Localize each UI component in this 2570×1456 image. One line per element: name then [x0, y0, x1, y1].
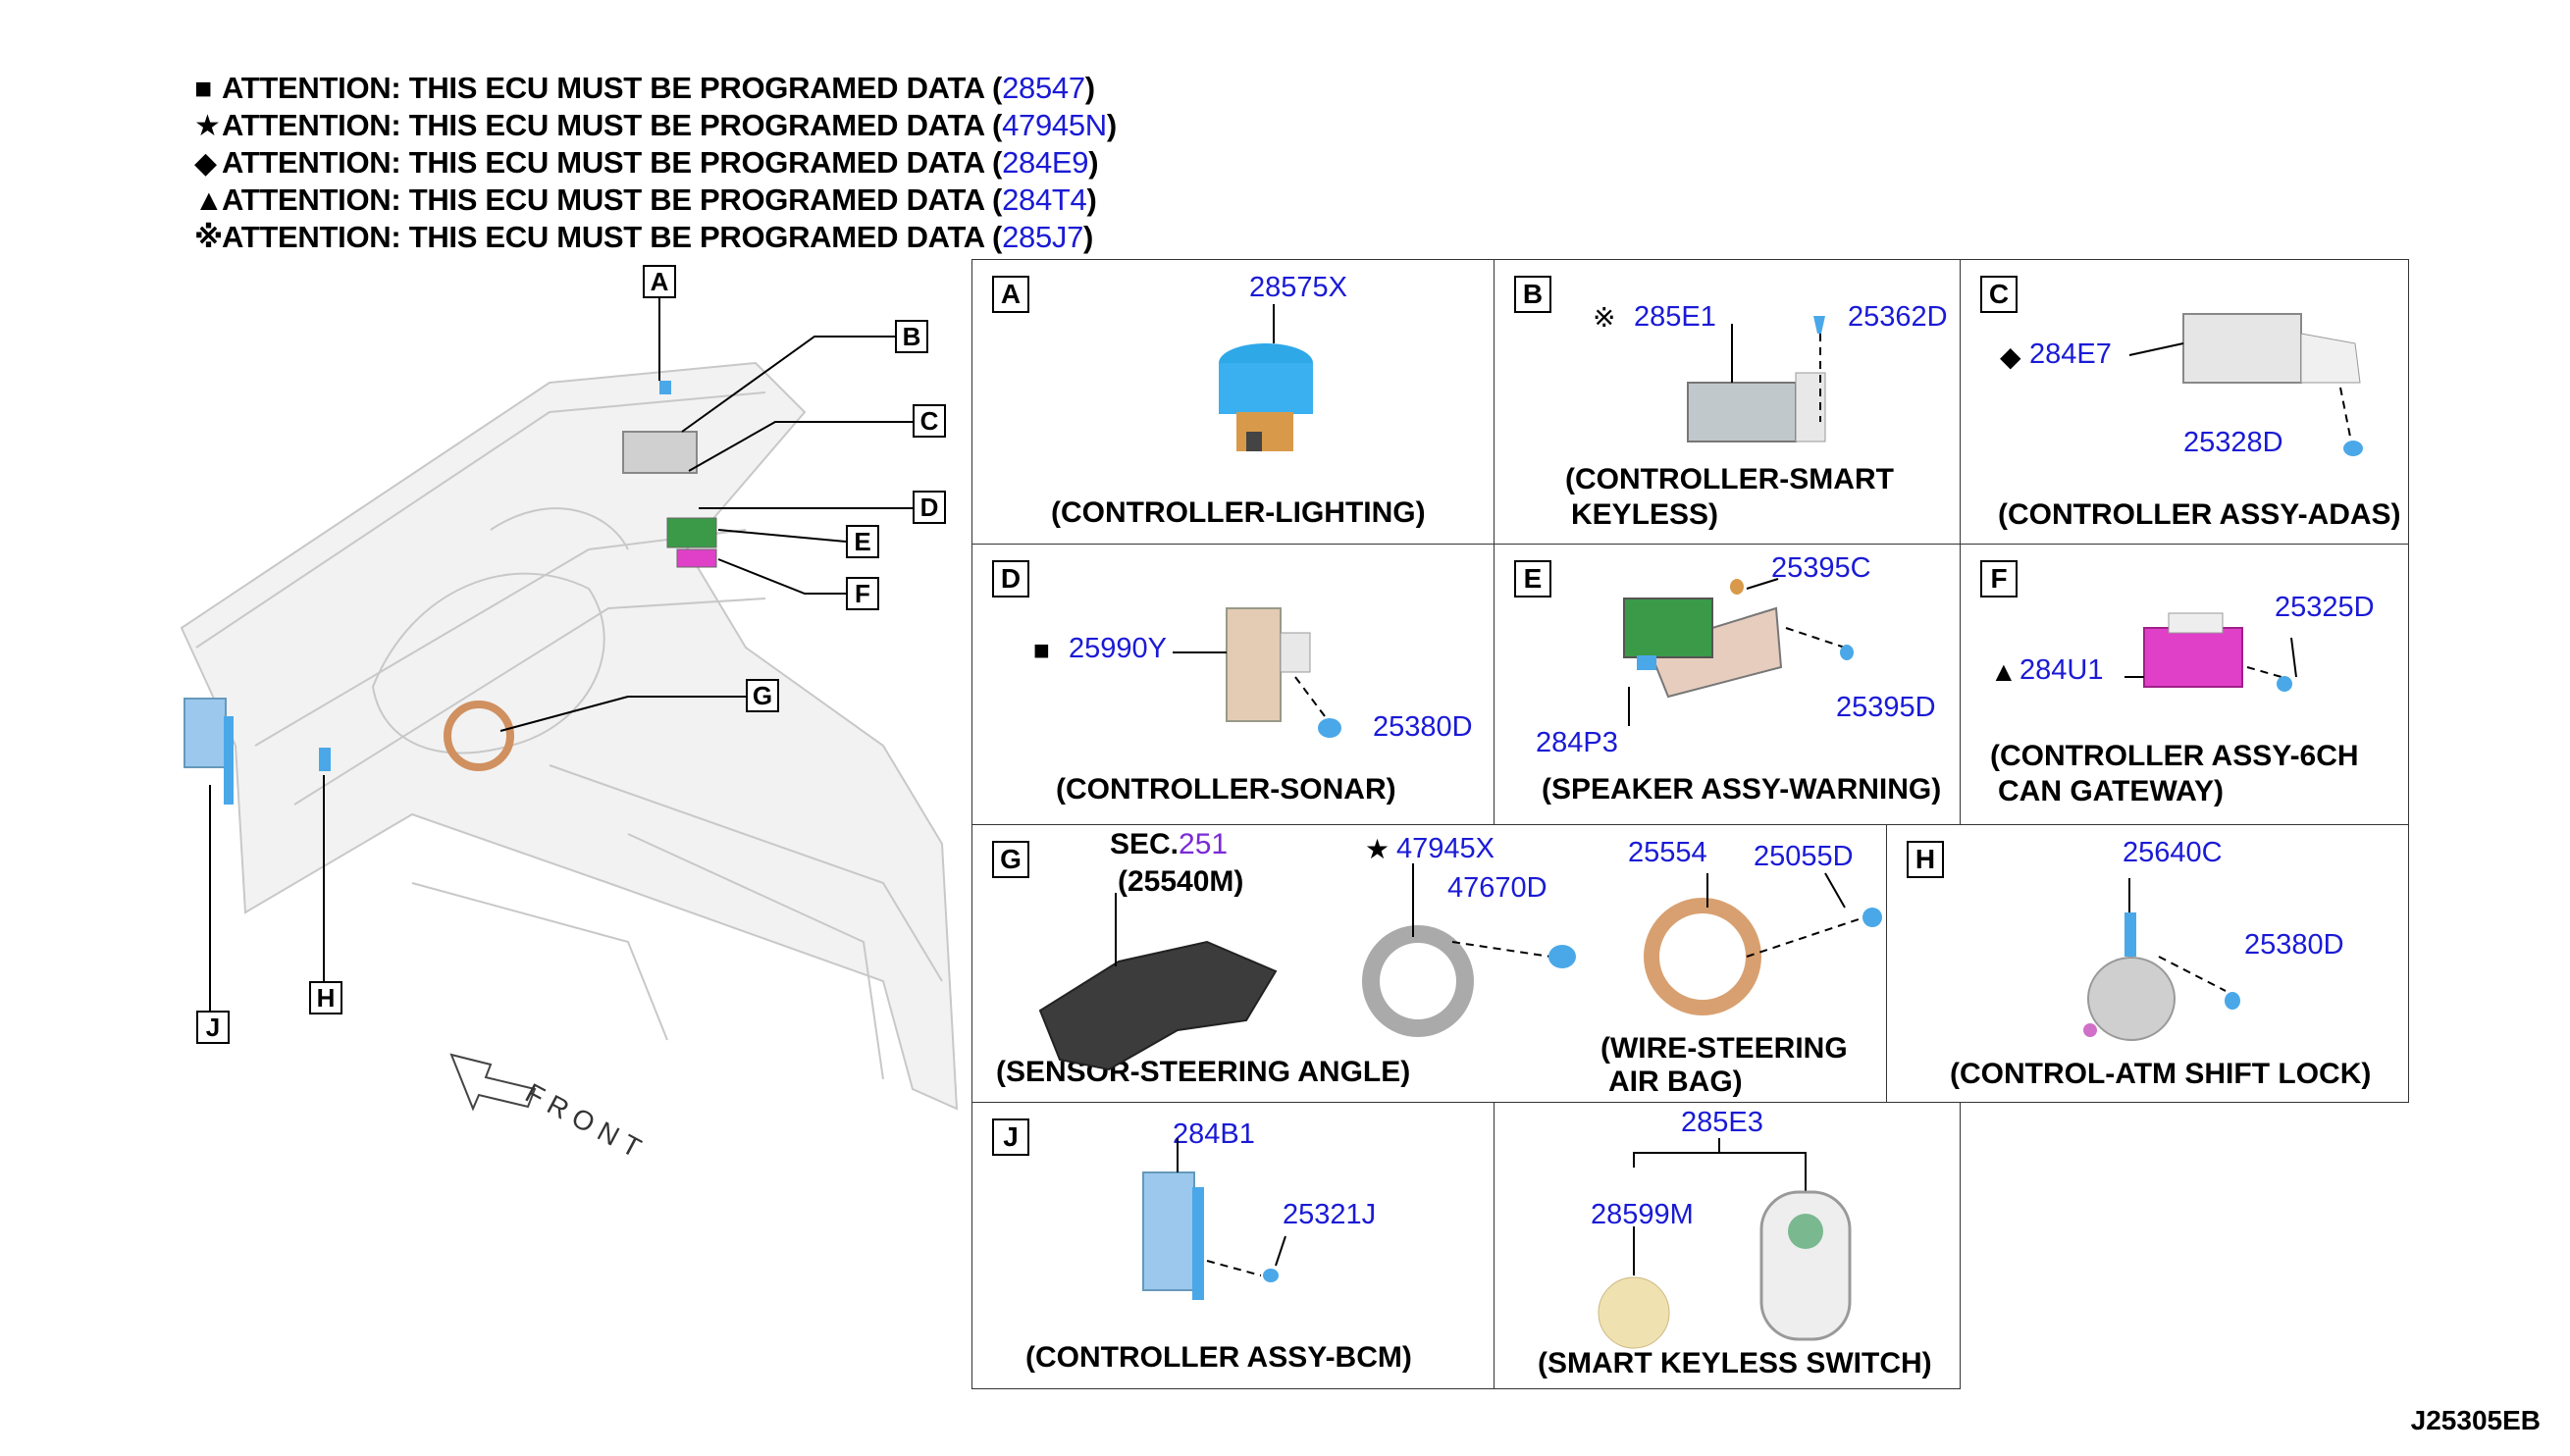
- star-icon: ★: [1365, 834, 1390, 864]
- note-line: ※ATTENTION: THIS ECU MUST BE PROGRAMED D…: [194, 220, 1094, 254]
- cell-f: F 25325D ▲ 284U1 (CONTROLLER ASSY-6CH CA…: [1960, 544, 2409, 825]
- part-number: 25395C: [1771, 552, 1871, 584]
- cell-letter: G: [992, 841, 1029, 878]
- tag-j: J: [196, 1011, 230, 1044]
- part-number: 47945N: [1002, 108, 1107, 142]
- cell-k: 285E3 28599M (SMART KEYLESS SWITCH): [1494, 1102, 1961, 1389]
- note-line: ▲ATTENTION: THIS ECU MUST BE PROGRAMED D…: [194, 182, 1097, 217]
- reference-mark-icon: ※: [194, 222, 223, 254]
- tag-g: G: [746, 679, 779, 712]
- part-number: 25321J: [1283, 1199, 1377, 1230]
- tag-a: A: [643, 265, 676, 298]
- drawing-code: J25305EB: [2410, 1405, 2541, 1435]
- part-number: 285J7: [1002, 220, 1084, 254]
- part-number: 25328D: [2183, 427, 2283, 458]
- part-number: 284T4: [1002, 182, 1087, 217]
- part-number: 28575X: [1249, 272, 1347, 303]
- caption: KEYLESS): [1571, 498, 1719, 531]
- part-number: 284B1: [1173, 1118, 1255, 1150]
- part-number: 25395D: [1836, 692, 1936, 723]
- cell-b: B ※ 285E1 25362D (CONTROLLER-SMART KEYLE…: [1494, 259, 1961, 545]
- tag-h: H: [309, 981, 342, 1014]
- note-line: ■ATTENTION: THIS ECU MUST BE PROGRAMED D…: [194, 71, 1095, 105]
- triangle-icon: ▲: [194, 184, 224, 217]
- cell-letter: B: [1514, 276, 1551, 313]
- tag-d: D: [913, 491, 946, 524]
- tag-f: F: [846, 577, 879, 610]
- square-icon: ■: [194, 73, 212, 105]
- caption: (CONTROL-ATM SHIFT LOCK): [1950, 1058, 2372, 1090]
- caption: AIR BAG): [1608, 1066, 1743, 1098]
- section-reference: SEC.251: [1110, 828, 1229, 860]
- cell-letter: C: [1980, 276, 2018, 313]
- part-number: 47945X: [1396, 833, 1495, 864]
- reference-mark-icon: ※: [1593, 302, 1616, 333]
- tag-c: C: [913, 404, 946, 438]
- tag-e: E: [846, 525, 879, 558]
- part-number: 25380D: [1373, 711, 1473, 743]
- cell-letter: A: [992, 276, 1029, 313]
- cell-letter: E: [1514, 560, 1551, 598]
- note-line: ★ATTENTION: THIS ECU MUST BE PROGRAMED D…: [194, 108, 1117, 142]
- part-number: 284P3: [1536, 727, 1618, 758]
- caption: (CONTROLLER ASSY-6CH: [1990, 740, 2359, 772]
- diamond-icon: ◆: [2000, 341, 2021, 372]
- caption: (SENSOR-STEERING ANGLE): [996, 1056, 1411, 1088]
- part-number: 28599M: [1591, 1199, 1694, 1230]
- cell-letter: D: [992, 560, 1029, 598]
- triangle-icon: ▲: [1990, 656, 2018, 687]
- part-number: 284E7: [2029, 338, 2112, 370]
- caption: (CONTROLLER ASSY-ADAS): [1998, 498, 2401, 531]
- cell-d: D ■ 25990Y 25380D (CONTROLLER-SONAR): [971, 544, 1495, 825]
- attention-notes: ■ATTENTION: THIS ECU MUST BE PROGRAMED D…: [194, 71, 1117, 257]
- part-number: 25380D: [2244, 929, 2344, 961]
- caption: (WIRE-STEERING: [1600, 1032, 1848, 1065]
- part-number: 285E1: [1634, 301, 1716, 333]
- caption: (SPEAKER ASSY-WARNING): [1542, 773, 1942, 806]
- caption: (SMART KEYLESS SWITCH): [1538, 1347, 1932, 1379]
- caption: (CONTROLLER-LIGHTING): [1051, 496, 1426, 529]
- part-number-black: (25540M): [1118, 865, 1244, 898]
- part-number: 25554: [1628, 837, 1707, 868]
- cell-letter: J: [992, 1118, 1029, 1156]
- part-number: 25055D: [1754, 841, 1854, 872]
- cell-g: G SEC.251 (25540M) ★ 47945X 47670D 25554…: [971, 824, 1887, 1103]
- part-number: 285E3: [1681, 1107, 1763, 1138]
- caption: (CONTROLLER ASSY-BCM): [1025, 1341, 1412, 1374]
- part-number: 25640C: [2123, 837, 2223, 868]
- note-line: ◆ATTENTION: THIS ECU MUST BE PROGRAMED D…: [194, 145, 1099, 180]
- part-number: 284E9: [1002, 145, 1089, 180]
- diamond-icon: ◆: [194, 147, 217, 180]
- part-number: 25325D: [2275, 592, 2375, 623]
- section-number: 251: [1179, 828, 1229, 860]
- tag-b: B: [895, 320, 928, 353]
- caption: (CONTROLLER-SMART: [1565, 463, 1894, 495]
- cell-letter: F: [1980, 560, 2018, 598]
- part-number: 47670D: [1447, 872, 1547, 904]
- cell-a: A 28575X (CONTROLLER-LIGHTING): [971, 259, 1495, 545]
- part-number: 25990Y: [1069, 633, 1167, 664]
- cell-h: H 25640C 25380D (CONTROL-ATM SHIFT LOCK): [1886, 824, 2409, 1103]
- part-number: 28547: [1002, 71, 1085, 105]
- cell-j: J 284B1 25321J (CONTROLLER ASSY-BCM): [971, 1102, 1495, 1389]
- part-number: 25362D: [1848, 301, 1948, 333]
- caption: (CONTROLLER-SONAR): [1056, 773, 1396, 806]
- star-icon: ★: [194, 110, 221, 142]
- part-number: 284U1: [2019, 654, 2104, 686]
- cell-letter: H: [1907, 841, 1944, 878]
- cell-c: C ◆ 284E7 25328D (CONTROLLER ASSY-ADAS): [1960, 259, 2409, 545]
- square-icon: ■: [1033, 635, 1050, 665]
- caption: CAN GATEWAY): [1998, 775, 2225, 807]
- cell-e: E 25395C 284P3 25395D (SPEAKER ASSY-WARN…: [1494, 544, 1961, 825]
